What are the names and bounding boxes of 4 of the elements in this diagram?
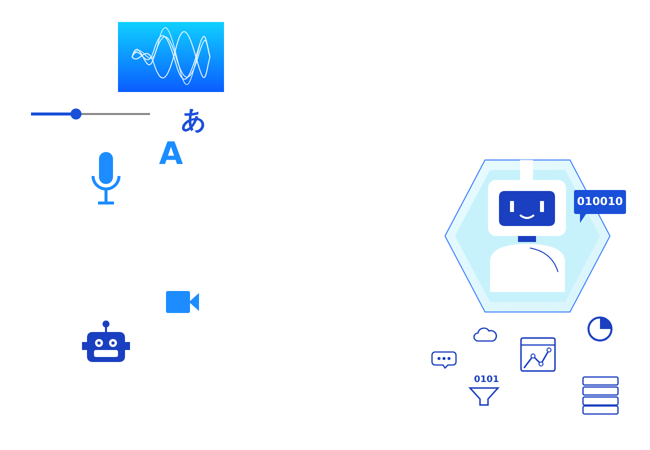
language-character: あ: [181, 106, 207, 134]
binary-label: 0101: [474, 376, 500, 386]
speech-bubble: 010010: [574, 190, 626, 223]
letter-character: A: [159, 137, 183, 172]
